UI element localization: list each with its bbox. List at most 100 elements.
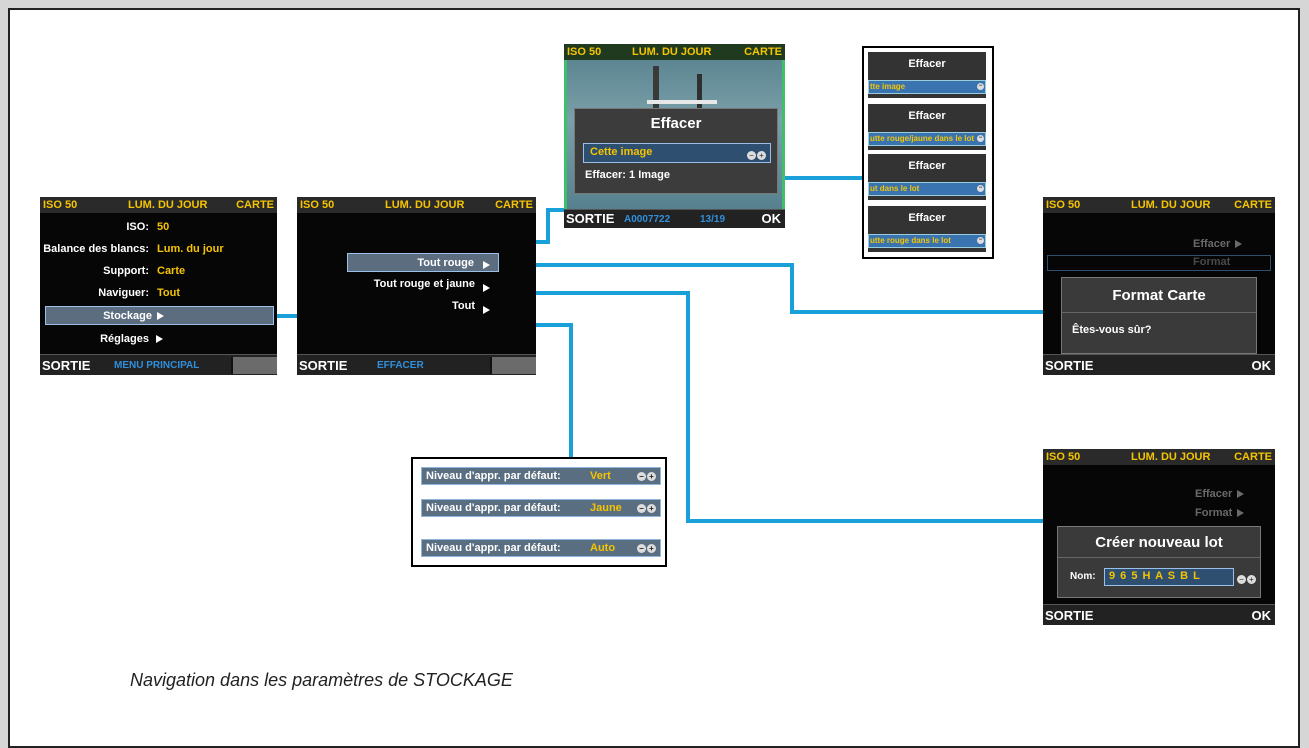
- connector-to-new-lot: [536, 291, 1043, 523]
- erase-dialog-screen: ISO 50 LUM. DU JOUR CARTE Effacer Cette …: [564, 44, 785, 228]
- approval-value: Vert: [590, 470, 611, 482]
- item-label: Format: [1195, 507, 1233, 519]
- item-label: Format: [1193, 256, 1231, 268]
- ok-softkey[interactable]: OK: [1251, 358, 1272, 373]
- minus-plus-icon[interactable]: −+: [746, 147, 766, 165]
- softkey-bar: SORTIE OK: [1043, 604, 1275, 625]
- iso-label: ISO 50: [1046, 199, 1081, 211]
- mode-label: LUM. DU JOUR: [128, 199, 208, 211]
- new-lot-screen: ISO 50 LUM. DU JOUR CARTE Effacer Format…: [1043, 449, 1275, 625]
- iso-label: ISO 50: [43, 199, 78, 211]
- dock-rail: [647, 100, 717, 104]
- connector-erase-to-dialog: [536, 208, 564, 244]
- softkey-bar: SORTIE OK: [1043, 354, 1275, 375]
- mode-label: LUM. DU JOUR: [385, 199, 465, 211]
- erase-dialog: Effacer Cette image −+ Effacer: 1 Image: [574, 108, 778, 194]
- dialog-title: Format Carte: [1112, 287, 1206, 304]
- menu-item-storage[interactable]: Stockage: [45, 306, 274, 325]
- item-label: Tout: [451, 300, 475, 312]
- mode-label: LUM. DU JOUR: [632, 46, 712, 58]
- screen-title: MENU PRINCIPAL: [114, 360, 200, 371]
- exit-softkey[interactable]: SORTIE: [566, 211, 615, 226]
- softkey-bar: SORTIE EFFACER: [297, 354, 536, 375]
- chevron-right-icon: [1235, 240, 1243, 249]
- status-bar: ISO 50 LUM. DU JOUR CARTE: [1043, 449, 1275, 465]
- minus-plus-icon[interactable]: −+: [636, 468, 656, 484]
- row-label: ISO:: [126, 221, 149, 233]
- lot-name-input[interactable]: 9 6 5 H A S B L: [1104, 568, 1234, 586]
- menu-item-format[interactable]: Format: [1047, 255, 1271, 271]
- status-bar: ISO 50 LUM. DU JOUR CARTE: [297, 197, 536, 213]
- connector-to-approval: [536, 323, 573, 457]
- approval-level-yellow[interactable]: Niveau d'appr. par défaut: Jaune −+: [421, 499, 661, 517]
- chevron-right-icon: [152, 308, 164, 324]
- minus-icon: −: [977, 135, 984, 142]
- approval-level-auto[interactable]: Niveau d'appr. par défaut: Auto −+: [421, 539, 661, 557]
- item-label: Effacer: [1193, 238, 1231, 250]
- card-title: Effacer: [908, 110, 946, 122]
- exit-softkey[interactable]: SORTIE: [1045, 608, 1094, 623]
- format-card-screen: ISO 50 LUM. DU JOUR CARTE Effacer Format…: [1043, 197, 1275, 375]
- menu-item-erase[interactable]: Effacer: [1195, 486, 1245, 502]
- approval-value: Jaune: [590, 502, 622, 514]
- dock-post: [653, 66, 659, 126]
- exit-softkey[interactable]: SORTIE: [299, 358, 348, 373]
- erase-option-card[interactable]: Effacer utte rouge dans le lot−: [868, 206, 986, 252]
- erase-menu-screen: ISO 50 LUM. DU JOUR CARTE Tout rouge Tou…: [297, 197, 536, 375]
- row-value: 50: [157, 221, 170, 233]
- file-name: A0007722: [624, 214, 671, 225]
- row-label: Support:: [103, 265, 149, 277]
- erase-item-red-yellow[interactable]: Tout rouge et jaune: [374, 276, 475, 292]
- erase-option-select[interactable]: Cette image −+: [583, 143, 771, 163]
- softkey-bar: SORTIE MENU PRINCIPAL: [40, 354, 277, 375]
- chevron-right-icon: [151, 331, 163, 347]
- item-label: Effacer: [1195, 488, 1233, 500]
- exit-softkey[interactable]: SORTIE: [1045, 358, 1094, 373]
- minus-icon: −: [977, 237, 984, 244]
- item-label: Tout rouge et jaune: [373, 278, 475, 290]
- erase-option-card[interactable]: Effacer ut dans le lot−: [868, 154, 986, 200]
- softkey-bar: SORTIE A0007722 13/19 OK: [564, 209, 785, 228]
- status-bar: ISO 50 LUM. DU JOUR CARTE: [1043, 197, 1275, 213]
- card-title: Effacer: [908, 212, 946, 224]
- minus-plus-icon[interactable]: −+: [636, 500, 656, 516]
- approval-level-green[interactable]: Niveau d'appr. par défaut: Vert −+: [421, 467, 661, 485]
- approval-level-box: Niveau d'appr. par défaut: Vert −+ Nivea…: [411, 457, 667, 567]
- right-softkey[interactable]: [231, 357, 277, 374]
- menu-item-format[interactable]: Format: [1195, 505, 1245, 521]
- minus-plus-icon[interactable]: −+: [636, 540, 656, 556]
- card-option: utte rouge/jaune dans le lot−: [868, 132, 986, 146]
- card-title: Effacer: [908, 160, 946, 172]
- chevron-right-icon: [1237, 490, 1245, 499]
- right-softkey[interactable]: [490, 357, 536, 374]
- storage-label: Stockage: [103, 310, 152, 322]
- approval-label: Niveau d'appr. par défaut:: [426, 542, 561, 554]
- item-label: Tout rouge: [417, 257, 474, 269]
- dialog-title: Effacer: [650, 115, 702, 132]
- erase-option-card[interactable]: Effacer tte image−: [868, 52, 986, 98]
- dialog-info: Effacer: 1 Image: [585, 169, 670, 181]
- chevron-right-icon: [1237, 509, 1245, 518]
- media-label: CARTE: [1234, 451, 1272, 463]
- name-value: 9 6 5 H A S B L: [1109, 570, 1201, 582]
- format-dialog: Format Carte Êtes-vous sûr?: [1061, 277, 1257, 354]
- ok-softkey[interactable]: OK: [761, 211, 782, 226]
- erase-options-box: Effacer tte image− Effacer utte rouge/ja…: [862, 46, 994, 259]
- ok-softkey[interactable]: OK: [1251, 608, 1272, 623]
- minus-plus-icon[interactable]: −+: [1236, 571, 1256, 589]
- exit-softkey[interactable]: SORTIE: [42, 358, 91, 373]
- erase-item-all[interactable]: Tout: [452, 298, 475, 314]
- menu-item-erase[interactable]: Effacer: [1193, 236, 1243, 252]
- minus-icon: −: [977, 83, 984, 90]
- row-value: Carte: [157, 265, 186, 277]
- dialog-divider: [1058, 557, 1260, 558]
- dialog-title: Créer nouveau lot: [1095, 534, 1223, 551]
- image-counter: 13/19: [700, 214, 726, 225]
- erase-option-card[interactable]: Effacer utte rouge/jaune dans le lot−: [868, 104, 986, 150]
- chevron-right-icon: [478, 279, 490, 297]
- dialog-divider: [1062, 312, 1256, 313]
- chevron-right-icon: [478, 301, 490, 319]
- card-option: ut dans le lot−: [868, 182, 986, 196]
- erase-item-all-red[interactable]: Tout rouge: [347, 253, 499, 272]
- mode-label: LUM. DU JOUR: [1131, 451, 1211, 463]
